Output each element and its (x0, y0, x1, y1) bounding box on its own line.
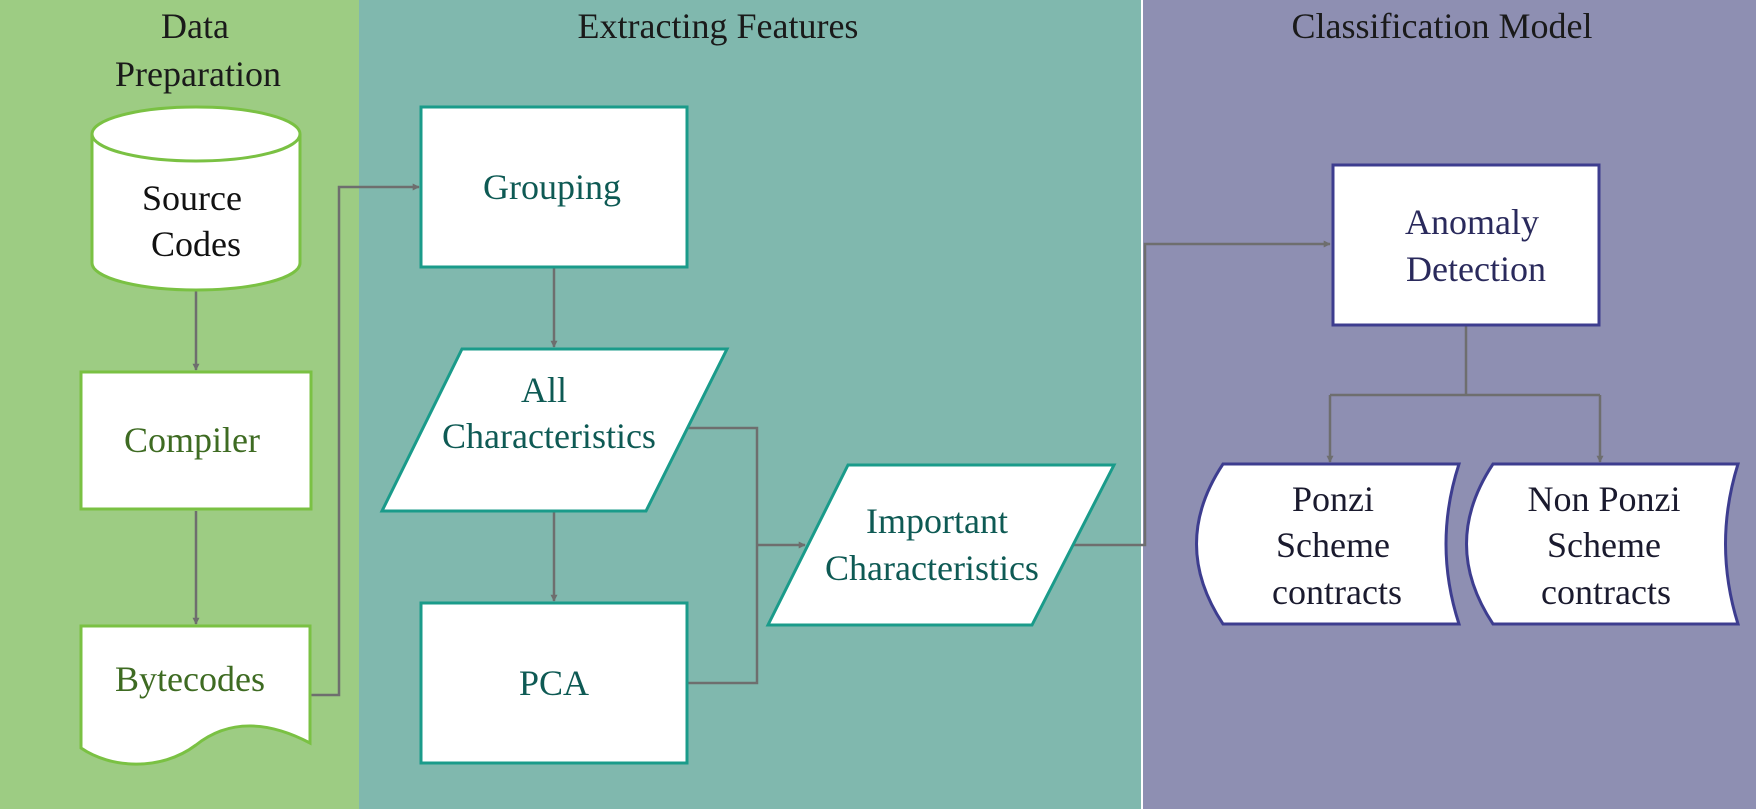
anomaly-detection-label-line1: Anomaly (1405, 202, 1539, 242)
ponzi-label-line3: contracts (1272, 572, 1402, 612)
important-characteristics-label-line1: Important (866, 501, 1008, 541)
ponzi-label-line1: Ponzi (1292, 479, 1374, 519)
grouping-label: Grouping (483, 167, 621, 207)
bytecodes-document-shape (79, 624, 312, 766)
lane-classification-model (1143, 0, 1756, 809)
pca-node: PCA (419, 601, 689, 765)
connectors (192, 183, 1604, 697)
anomaly-detection-node: Anomaly Detection (1331, 163, 1601, 327)
arrow-important-to-anomaly-detection (1072, 240, 1331, 547)
source-codes-cylinder-body (90, 134, 302, 292)
connector-all-characteristics-branch (686, 426, 759, 685)
lane-title-extracting-features: Extracting Features (578, 6, 859, 46)
ponzi-node: Ponzi Scheme contracts (1195, 462, 1462, 626)
anomaly-detection-label-line2: Detection (1406, 249, 1546, 289)
all-characteristics-label-line2: Characteristics (442, 416, 656, 456)
pca-label: PCA (519, 663, 589, 703)
grouping-box (419, 105, 689, 269)
source-codes-node: Source Codes (90, 105, 302, 292)
non-ponzi-node: Non Ponzi Scheme contracts (1465, 462, 1741, 626)
bytecodes-node: Bytecodes (79, 624, 312, 766)
important-characteristics-shape (765, 463, 1117, 627)
all-characteristics-node: All Characteristics (379, 347, 730, 513)
non-ponzi-shape (1465, 462, 1741, 626)
anomaly-detection-box (1331, 163, 1601, 327)
arrow-bytecodes-to-grouping (310, 183, 420, 697)
ponzi-label-line2: Scheme (1276, 525, 1390, 565)
compiler-node: Compiler (79, 370, 313, 511)
source-codes-label-line1: Source (142, 178, 242, 218)
non-ponzi-label-line1: Non Ponzi (1528, 479, 1681, 519)
all-characteristics-shape (379, 347, 730, 513)
ponzi-shape (1195, 462, 1462, 626)
lane-title-classification-model: Classification Model (1292, 6, 1593, 46)
source-codes-cylinder-top (90, 105, 302, 163)
source-codes-label-line2: Codes (151, 224, 241, 264)
all-characteristics-label-line1: All (521, 370, 567, 410)
important-characteristics-label-line2: Characteristics (825, 548, 1039, 588)
grouping-node: Grouping (419, 105, 689, 269)
non-ponzi-label-line3: contracts (1541, 572, 1671, 612)
non-ponzi-label-line2: Scheme (1547, 525, 1661, 565)
connector-anomaly-detection-split (1330, 325, 1600, 397)
compiler-box (79, 370, 313, 511)
lane-title-data-preparation-line1: Data (161, 6, 229, 46)
important-characteristics-node: Important Characteristics (765, 463, 1117, 627)
compiler-label: Compiler (124, 420, 260, 460)
bytecodes-label: Bytecodes (115, 659, 265, 699)
pca-box (419, 601, 689, 765)
lane-title-data-preparation-line2: Preparation (115, 54, 281, 94)
